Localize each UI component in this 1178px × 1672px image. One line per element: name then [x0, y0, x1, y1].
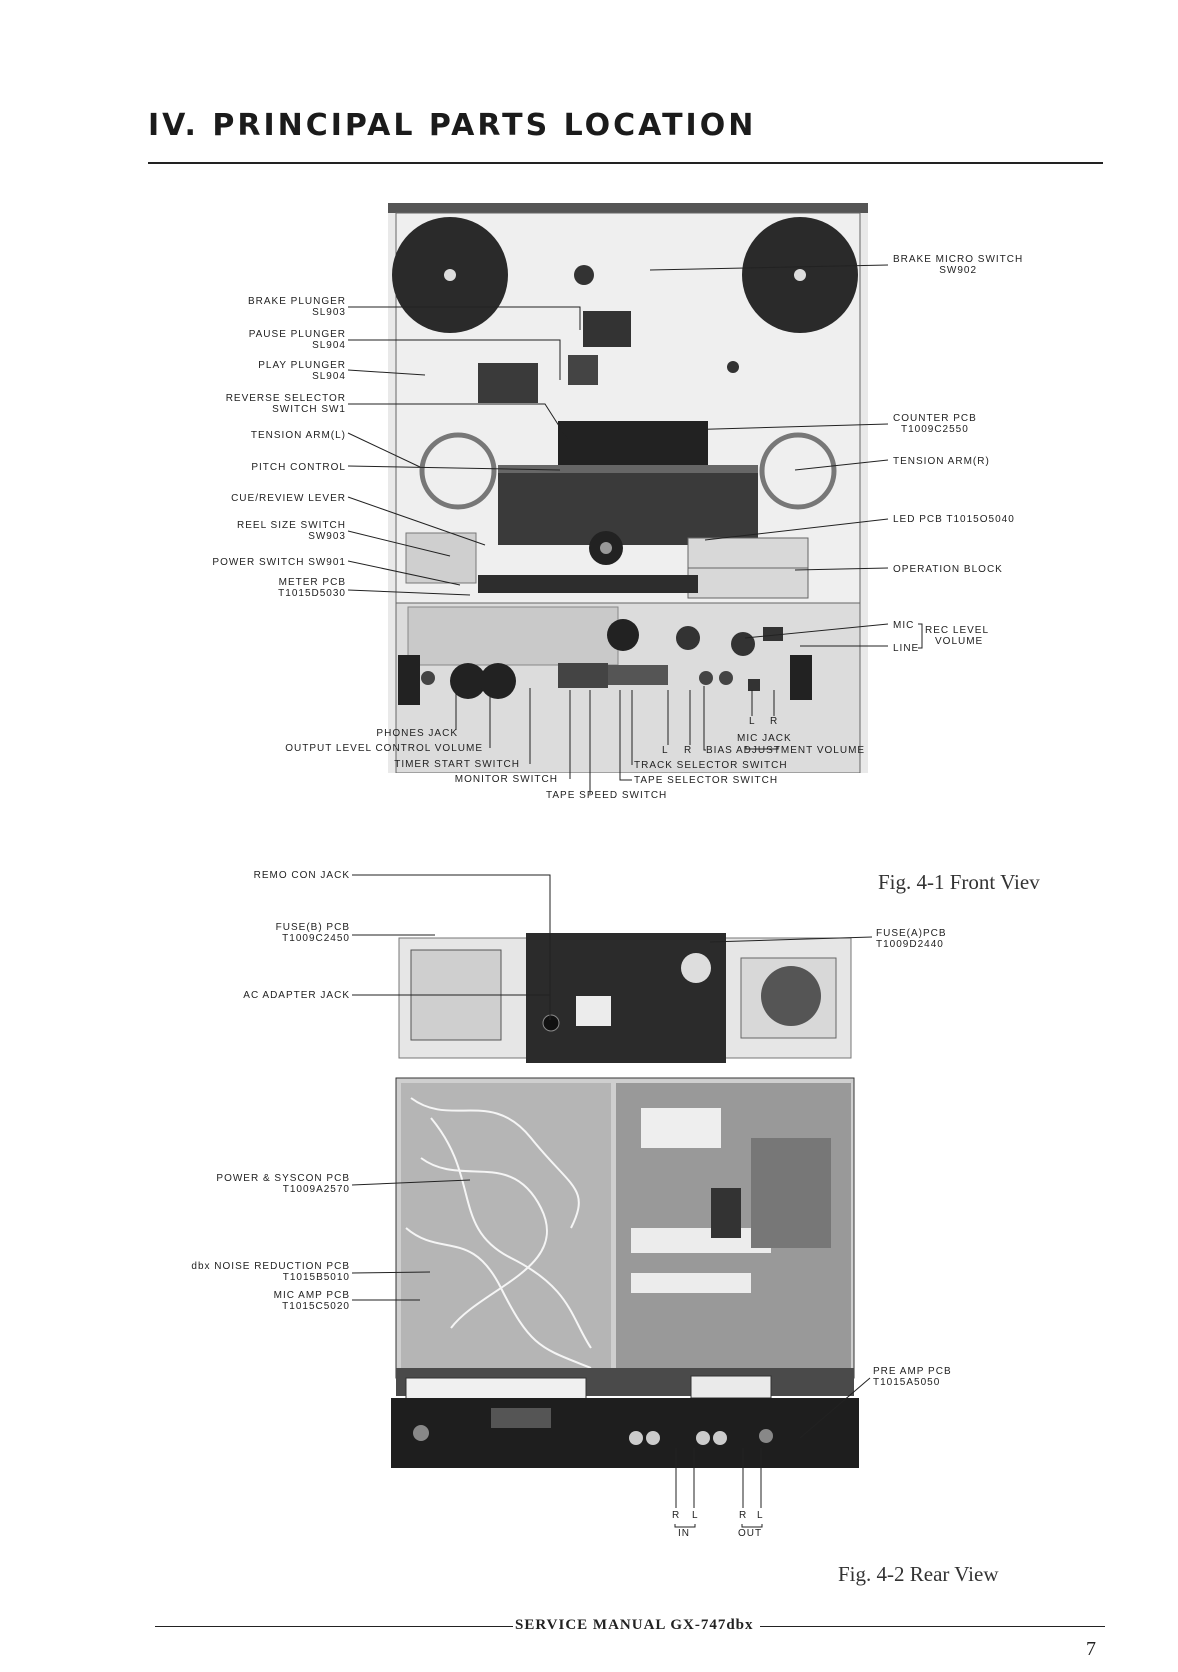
label-line: SWITCH SW1 [272, 404, 346, 415]
label-track-selector: TRACK SELECTOR SWITCH [634, 760, 788, 771]
front-view-photo [388, 203, 868, 773]
label-mic-jack-l: L [749, 716, 756, 727]
label-ac-adapter-jack: AC ADAPTER JACK [243, 990, 350, 1001]
label-line: dbx NOISE REDUCTION PCB [191, 1261, 350, 1272]
label-line: SL904 [312, 371, 346, 382]
label-line: BRAKE MICRO SWITCH [893, 254, 1024, 265]
label-timer-start: TIMER START SWITCH [394, 759, 520, 770]
label-tension-arm-r: TENSION ARM(R) [893, 456, 990, 467]
label-line: CUE/REVIEW LEVER [231, 493, 346, 504]
label-line: T1015A5050 [873, 1377, 941, 1388]
label-line: T1015D5030 [278, 588, 346, 599]
label-cue-review-lever: CUE/REVIEW LEVER [231, 493, 346, 504]
page-title: IV. PRINCIPAL PARTS LOCATION [148, 108, 757, 143]
label-line: TENSION ARM(R) [893, 456, 990, 467]
label-line: PAUSE PLUNGER [248, 329, 346, 340]
label-operation-block: OPERATION BLOCK [893, 564, 1003, 575]
label-line: BRAKE PLUNGER [247, 296, 346, 307]
label-line: T1009A2570 [282, 1184, 350, 1195]
label-in-r: R [672, 1510, 681, 1521]
label-line: SL904 [312, 340, 346, 351]
label-line: METER PCB [278, 577, 346, 588]
label-line: POWER SWITCH SW901 [212, 557, 346, 568]
label-line: REC LEVEL [925, 625, 990, 636]
label-out: OUT [738, 1528, 763, 1539]
footer-text: SERVICE MANUAL GX-747dbx [515, 1617, 754, 1633]
label-pitch-control: PITCH CONTROL [251, 462, 346, 473]
rear-view-photo [391, 928, 859, 1468]
label-line: T1009C2450 [282, 933, 350, 944]
label-in-l: L [692, 1510, 699, 1521]
label-line: PLAY PLUNGER [258, 360, 346, 371]
label-line: T1009C2550 [900, 424, 969, 435]
label-mic-jack: MIC JACK [737, 733, 792, 744]
label-line: SL903 [312, 307, 346, 318]
label-tape-selector: TAPE SELECTOR SWITCH [634, 775, 779, 786]
label-out-r: R [739, 1510, 748, 1521]
figure-caption-rear: Fig. 4-2 Rear View [838, 1562, 999, 1586]
label-line: SW902 [939, 265, 978, 276]
label-line: MIC AMP PCB [273, 1290, 350, 1301]
label-mic-jack-r: R [770, 716, 779, 727]
label-line: REMO CON JACK [253, 870, 350, 881]
footer-rule-left [155, 1626, 513, 1627]
label-remo-con-jack: REMO CON JACK [254, 870, 350, 881]
footer-rule-right [760, 1626, 1105, 1627]
label-line: OPERATION BLOCK [893, 564, 1003, 575]
label-bias-r: R [684, 745, 693, 756]
label-output-level: OUTPUT LEVEL CONTROL VOLUME [285, 743, 483, 754]
label-phones-jack: PHONES JACK [376, 728, 458, 739]
label-line: FUSE(A)PCB [876, 928, 947, 939]
label-line: TENSION ARM(L) [250, 430, 346, 441]
label-line: VOLUME [935, 636, 984, 647]
label-line-input: LINE [893, 643, 920, 654]
label-line: T1009D2440 [876, 939, 944, 950]
label-line: SW903 [308, 531, 346, 542]
label-bias-adjust: BIAS ADJUSTMENT VOLUME [706, 745, 866, 756]
label-mic: MIC [893, 620, 915, 631]
page-number: 7 [1086, 1638, 1096, 1660]
label-line: REEL SIZE SWITCH [237, 520, 346, 531]
label-line: PRE AMP PCB [873, 1366, 952, 1377]
label-power-switch: POWER SWITCH SW901 [212, 557, 346, 568]
label-line: AC ADAPTER JACK [243, 990, 350, 1001]
figure-caption-front: Fig. 4-1 Front Viev [878, 870, 1040, 894]
label-line: POWER & SYSCON PCB [216, 1173, 350, 1184]
label-line: FUSE(B) PCB [275, 922, 350, 933]
label-out-l: L [757, 1510, 764, 1521]
label-line: PITCH CONTROL [251, 462, 346, 473]
label-led-pcb: LED PCB T1015O5040 [893, 514, 1015, 525]
label-monitor-switch: MONITOR SWITCH [454, 774, 558, 785]
label-tension-arm-l: TENSION ARM(L) [251, 430, 346, 441]
title-rule [148, 162, 1103, 164]
label-line: REVERSE SELECTOR [225, 393, 346, 404]
label-line: T1015B5010 [282, 1272, 350, 1283]
label-line: T1015C5020 [282, 1301, 350, 1312]
label-line: COUNTER PCB [893, 413, 977, 424]
label-tape-speed: TAPE SPEED SWITCH [546, 790, 668, 801]
label-line: LED PCB T1015O5040 [893, 514, 1015, 525]
label-bias-l: L [662, 745, 669, 756]
label-in: IN [678, 1528, 690, 1539]
